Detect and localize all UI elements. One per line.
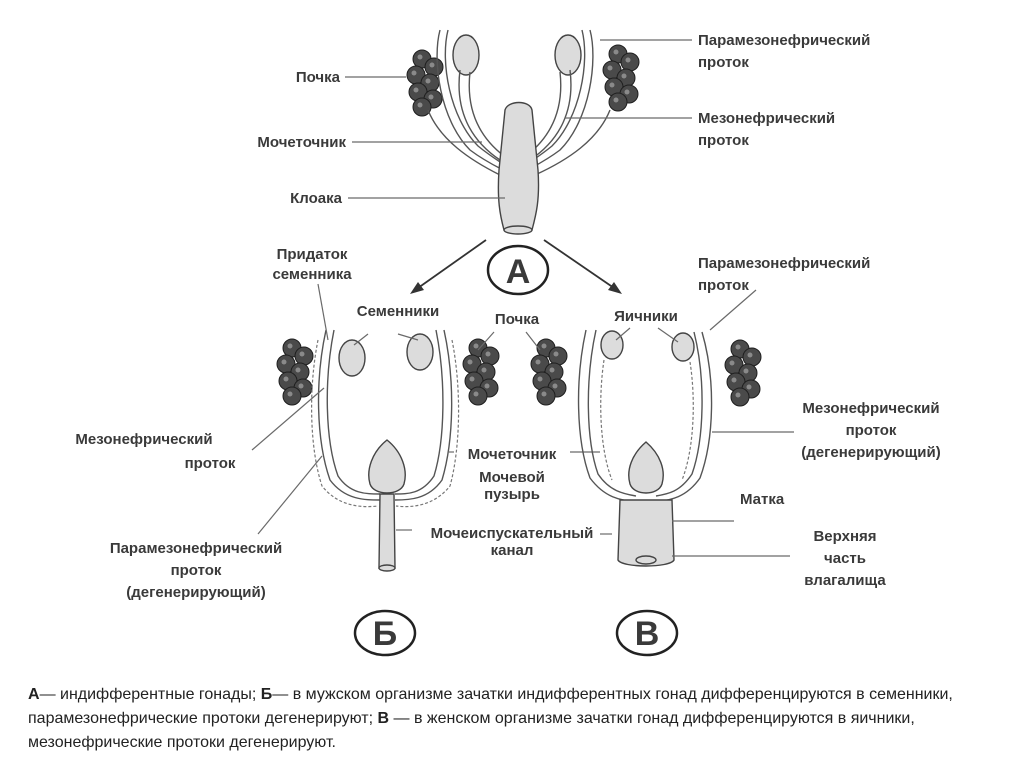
label-vagina-line2: часть [824, 550, 866, 567]
caption-key-c: В [377, 710, 390, 727]
cloaca-opening-a [503, 225, 533, 235]
label-paramesonephric-b-line3: (дегенерирующий) [126, 584, 265, 601]
stage-c-letter: В [635, 615, 660, 653]
label-ureter-a: Мочеточник [257, 134, 346, 151]
vagina-upper-c [617, 499, 675, 567]
kidney-right-a [602, 44, 640, 112]
label-testes: Семенники [357, 303, 440, 320]
label-mesonephric-a-line1: Мезонефрический [698, 110, 835, 127]
label-epididymis-line1: Придаток [277, 246, 348, 263]
testis-left [338, 339, 366, 377]
gonad-left-a [452, 34, 480, 76]
mesonephric-duct-right-c [681, 361, 694, 481]
label-paramesonephric-a-line2: проток [698, 54, 749, 71]
mesonephric-duct-right-b [394, 329, 453, 501]
bladder-b [368, 439, 406, 494]
label-vagina-line3: влагалища [804, 572, 886, 589]
kidney-center [530, 338, 568, 406]
arrow-to-c [543, 239, 622, 294]
label-ureter-center: Мочеточник [468, 446, 557, 463]
label-mesonephric-c-line3: (дегенерирующий) [801, 444, 940, 461]
paramesonephric-duct-left-c [577, 329, 637, 503]
caption-text-a: — индифферентные гонады; [39, 686, 261, 703]
label-bladder-line2: пузырь [484, 486, 540, 503]
label-paramesonephric-c-line1: Парамезонефрический [698, 255, 870, 272]
caption-text-c: — в женском организме зачатки гонад дифф… [28, 710, 915, 751]
label-mesonephric-c-line2: проток [846, 422, 897, 439]
mesonephric-duct-left-b [317, 329, 381, 501]
caption-key-b: Б [260, 686, 273, 703]
caption-key-a: А [28, 686, 40, 703]
ureter-left-a [427, 109, 501, 176]
ureter-right-a [534, 109, 611, 176]
stage-b-letter: Б [373, 615, 397, 653]
gonad-right-a [554, 34, 582, 76]
label-urethra-line1: Мочеиспускательный [431, 525, 594, 542]
paramesonephric-duct-right-c [655, 331, 713, 503]
urethra-b [378, 493, 396, 569]
label-kidney-center: Почка [495, 311, 540, 328]
center-leaders [396, 331, 612, 535]
kidney-right-c [724, 339, 762, 407]
label-vagina-line1: Верхняя [813, 528, 876, 545]
label-paramesonephric-b-line1: Парамезонефрический [110, 540, 282, 557]
mesonephric-duct-right-a [529, 69, 572, 161]
ovary-left [600, 330, 624, 360]
stage-c-marker: В [615, 609, 679, 657]
stage-b-leaders [251, 283, 419, 535]
stage-b-marker: Б [353, 609, 417, 657]
mesonephric-duct-left-c [600, 359, 613, 481]
label-ovaries: Яичники [614, 308, 678, 325]
label-paramesonephric-c-line2: проток [698, 277, 749, 294]
label-paramesonephric-b-line2: проток [171, 562, 222, 579]
stage-a-illustration [406, 29, 640, 235]
figure-caption: А— индифферентные гонады; Б— в мужском о… [28, 683, 988, 755]
label-mesonephric-b-line1: Мезонефрический [75, 431, 212, 448]
label-epididymis-line2: семенника [272, 266, 352, 283]
cloaca-a [497, 101, 540, 231]
label-kidney-a: Почка [296, 69, 341, 86]
stage-c-leaders [615, 289, 794, 557]
label-bladder-line1: Мочевой [479, 469, 545, 486]
label-mesonephric-c-line1: Мезонефрический [802, 400, 939, 417]
label-paramesonephric-a-line1: Парамезонефрический [698, 32, 870, 49]
stage-a-leaders [345, 39, 692, 199]
caption-text-b: — в мужском организме зачатки индифферен… [28, 686, 953, 727]
stage-b-illustration [276, 329, 500, 572]
label-cloaca-a: Клоака [290, 190, 342, 207]
ovary-right [671, 332, 695, 362]
stage-c-illustration [577, 329, 762, 567]
stage-a-marker: А [486, 244, 550, 296]
label-uterus: Матка [740, 491, 785, 508]
paramesonephric-duct-right-b [395, 339, 460, 508]
label-mesonephric-a-line2: проток [698, 132, 749, 149]
paramesonephric-duct-left-b [311, 339, 379, 508]
label-mesonephric-b-line2: проток [185, 455, 236, 472]
label-urethra-line2: канал [491, 542, 534, 559]
stage-a-letter: А [506, 253, 531, 291]
urogenital-development-diagram: Почка Мочеточник Клоака Парамезонефричес… [75, 29, 941, 657]
uterus-c [628, 441, 664, 494]
mesonephric-duct-left-a [458, 69, 501, 161]
testis-right [406, 333, 434, 371]
kidney-left-b [276, 338, 314, 406]
arrow-to-b [410, 239, 487, 294]
kidney-right-b [462, 338, 500, 406]
